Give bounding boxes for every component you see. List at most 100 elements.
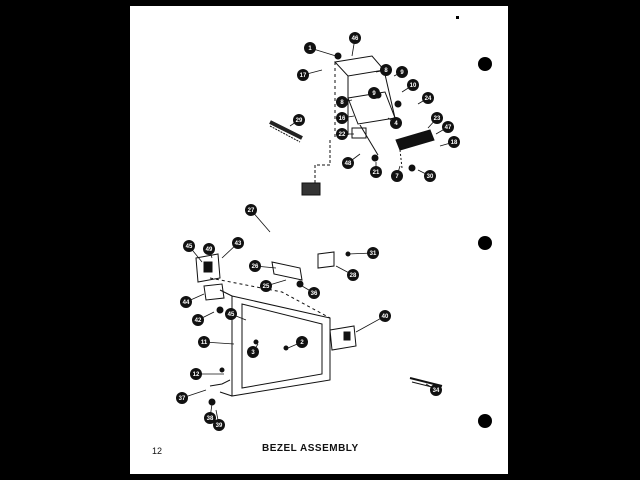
callout-lower-16: 2 [287, 336, 308, 349]
callout-number: 24 [425, 96, 432, 102]
callout-upper-7: 10 [401, 79, 419, 93]
callout-bubble [368, 87, 380, 99]
callout-upper-13: 23 [427, 112, 443, 129]
callout-bubble [442, 121, 454, 133]
callout-number: 10 [410, 83, 417, 89]
callout-number: 38 [207, 416, 214, 422]
callout-number: 45 [228, 312, 235, 318]
callout-upper-4: 8 [375, 64, 392, 76]
callout-bubble [232, 237, 244, 249]
callout-bubble [213, 419, 225, 431]
callout-bubble [247, 346, 259, 358]
callout-number: 46 [352, 36, 359, 42]
callout-number: 28 [350, 273, 357, 279]
callout-number: 18 [451, 140, 458, 146]
callout-bubble [225, 308, 237, 320]
callout-bubble [249, 260, 261, 272]
callout-bubble [448, 136, 460, 148]
callout-bubble [260, 280, 272, 292]
callout-number: 48 [345, 161, 352, 167]
callout-number: 9 [400, 70, 404, 76]
callout-bubble [370, 166, 382, 178]
binder-hole-middle [478, 236, 492, 250]
mullion-heater [271, 261, 303, 281]
latch-bracket [203, 283, 225, 301]
callout-lower-2: 45 [183, 240, 203, 263]
callout-bubble [304, 42, 316, 54]
callout-number: 11 [201, 340, 208, 346]
callout-number: 27 [248, 208, 255, 214]
callout-bubble [391, 170, 403, 182]
callout-lower-15: 3 [247, 343, 259, 358]
callout-number: 29 [296, 118, 303, 124]
callout-number: 7 [395, 174, 399, 180]
callout-number: 8 [384, 68, 388, 74]
callout-upper-10: 29 [289, 114, 305, 127]
thermostat-body [395, 129, 435, 151]
callout-lower-3: 49 [203, 243, 215, 259]
callout-bubble [396, 66, 408, 78]
callout-number: 22 [339, 132, 346, 138]
callout-bubble [380, 64, 392, 76]
callout-lower-4: 43 [221, 237, 244, 259]
control-bracket [333, 55, 385, 77]
callout-bubble [203, 243, 215, 255]
callout-lower-9: 36 [301, 285, 320, 299]
callout-bubble [379, 310, 391, 322]
callout-upper-15: 22 [336, 128, 354, 140]
callout-bubble [297, 69, 309, 81]
callout-bubble [424, 170, 436, 182]
callout-bubble [204, 412, 216, 424]
callout-number: 16 [339, 116, 346, 122]
callout-number: 12 [193, 372, 200, 378]
callout-lower-6: 31 [347, 247, 379, 259]
callout-bubble [296, 336, 308, 348]
lower-bezel-assembly [195, 251, 443, 406]
callout-number: 34 [433, 388, 440, 394]
callout-bubble [342, 157, 354, 169]
callout-number: 2 [300, 340, 304, 346]
callout-upper-12: 4 [387, 117, 402, 129]
callout-number: 36 [311, 291, 318, 297]
callout-lower-19: 38 [204, 403, 216, 424]
bezel-frame-inner [241, 303, 323, 389]
callout-bubble [190, 368, 202, 380]
parts-diagram-sheet [130, 6, 508, 474]
bezel-frame-outer [231, 295, 331, 397]
callout-number: 23 [434, 116, 441, 122]
corner-mark [456, 16, 459, 19]
callout-lower-5: 26 [249, 260, 277, 272]
callout-number: 47 [445, 125, 452, 131]
callout-number: 45 [186, 244, 193, 250]
callout-bubble [336, 96, 348, 108]
callout-number: 26 [252, 264, 259, 270]
callout-lower-17: 12 [190, 368, 224, 380]
callout-number: 44 [183, 300, 190, 306]
callout-number: 30 [427, 174, 434, 180]
callout-number: 9 [372, 91, 376, 97]
callout-bubble [293, 114, 305, 126]
callout-lower-8: 25 [260, 279, 287, 292]
callout-number: 17 [300, 73, 307, 79]
callout-number: 40 [382, 314, 389, 320]
callout-lower-7: 28 [335, 265, 359, 281]
callout-bubble [180, 296, 192, 308]
retainer-clip [317, 251, 335, 269]
callout-lower-11: 42 [192, 311, 215, 326]
callout-upper-3: 17 [297, 69, 323, 81]
callout-bubble [407, 79, 419, 91]
callout-number: 43 [235, 241, 242, 247]
binder-hole-top [478, 57, 492, 71]
plug-connector [301, 182, 321, 196]
callout-lower-1: 27 [245, 204, 271, 233]
callout-bubble [390, 117, 402, 129]
callout-number: 8 [340, 100, 344, 106]
callout-bubble [367, 247, 379, 259]
callout-upper-5: 9 [393, 66, 408, 78]
callout-upper-11: 16 [336, 112, 355, 124]
callout-lower-18: 37 [176, 389, 207, 404]
callout-number: 21 [373, 170, 380, 176]
callout-number: 31 [370, 251, 377, 257]
